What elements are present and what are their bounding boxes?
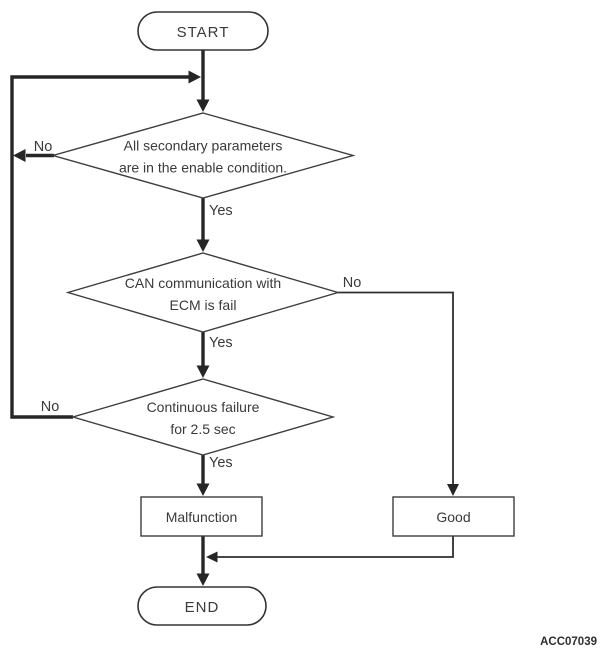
arrowhead-loop-into-main [188, 70, 201, 84]
decision-1-no-label: No [34, 139, 53, 155]
edge-good-to-merge [206, 536, 454, 563]
edge-start-to-decision1 [196, 49, 210, 112]
arrowhead-into-decision3 [196, 365, 210, 378]
end-label: END [185, 599, 220, 616]
decision-3-text-line2: for 2.5 sec [170, 421, 235, 437]
decision-2: CAN communication with ECM is fail [65, 252, 341, 333]
decision-2-text-line1: CAN communication with [125, 275, 281, 291]
decision-3-text-line1: Continuous failure [147, 399, 260, 415]
decision-3-no-label: No [41, 399, 60, 415]
edge-decision1-no [13, 149, 54, 162]
malfunction-label: Malfunction [166, 509, 238, 525]
start-node: START [137, 11, 269, 51]
decision-2-text-line2: ECM is fail [170, 297, 237, 313]
edge-decision1-yes [196, 197, 210, 252]
arrowhead-into-decision1 [196, 99, 210, 112]
arrowhead-into-decision2 [196, 239, 210, 252]
good-node: Good [392, 496, 515, 537]
decision-2-no-label: No [343, 275, 362, 291]
end-node: END [137, 586, 267, 626]
arrowhead-into-good [447, 484, 459, 496]
edge-decision2-yes [196, 331, 210, 378]
decision-1-yes-label: Yes [209, 203, 233, 219]
arrowhead-into-malfunction [196, 483, 210, 496]
decision-1-text-line1: All secondary parameters [124, 138, 283, 154]
good-label: Good [436, 509, 470, 525]
decision-2-yes-label: Yes [209, 335, 233, 351]
edge-loop-back [10, 70, 201, 419]
arrowhead-decision1-no [13, 149, 26, 162]
edge-malfunction-to-end [196, 535, 210, 586]
figure-code: ACC07039 [540, 636, 597, 648]
edge-decision3-yes [196, 454, 210, 496]
arrowhead-into-end [196, 573, 210, 586]
arrowhead-good-merge [206, 551, 218, 563]
edge-decision2-no [338, 291, 459, 496]
malfunction-node: Malfunction [140, 496, 263, 537]
decision-1-text-line2: are in the enable condition. [119, 160, 287, 176]
decision-3: Continuous failure for 2.5 sec [70, 378, 336, 456]
decision-1: All secondary parameters are in the enab… [50, 112, 356, 199]
start-label: START [177, 24, 230, 41]
decision-3-yes-label: Yes [209, 455, 233, 471]
